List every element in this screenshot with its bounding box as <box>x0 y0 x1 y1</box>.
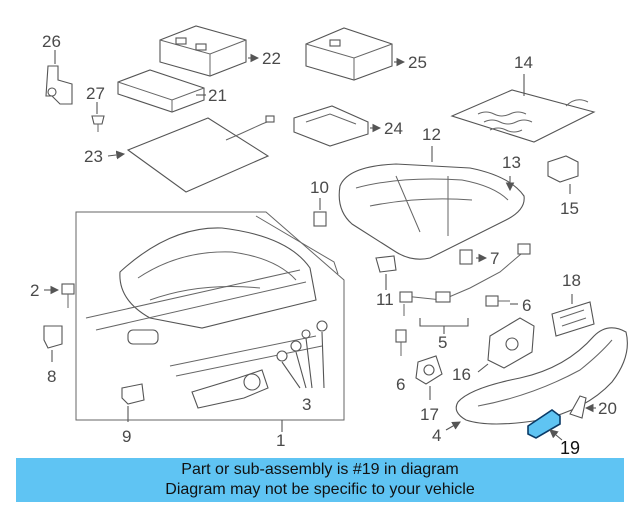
callout-22: 22 <box>262 49 281 68</box>
callout-27: 27 <box>86 84 105 103</box>
part-25-control-module <box>305 27 393 81</box>
callout-11: 11 <box>376 290 394 309</box>
callout-18: 18 <box>562 271 581 290</box>
callout-25: 25 <box>408 53 427 72</box>
part-6-bolt-lower <box>395 329 407 356</box>
callout-8: 8 <box>47 367 56 386</box>
banner-line-disclaimer: Diagram may not be specific to your vehi… <box>165 481 475 498</box>
callout-4: 4 <box>432 426 441 445</box>
callout-3: 3 <box>302 395 311 414</box>
callout-6: 6 <box>522 296 531 315</box>
part-2-bolt <box>61 283 75 308</box>
part-27-clip <box>91 115 105 132</box>
banner-line-part-number: Part or sub-assembly is #19 in diagram <box>181 461 459 478</box>
callout-23: 23 <box>84 147 103 166</box>
callout-15: 15 <box>560 199 579 218</box>
part-17-switch <box>415 355 443 385</box>
seat-exploded-diagram: 1 2 3 4 5 6 6 7 8 9 10 11 12 13 14 15 16… <box>30 25 628 458</box>
callout-2: 2 <box>30 281 39 300</box>
callout-20: 20 <box>598 399 617 418</box>
callout-19: 19 <box>560 438 580 458</box>
part-1-seat-frame-assembly <box>75 211 345 421</box>
part-19-switch-knob <box>527 409 561 439</box>
callout-13: 13 <box>502 153 521 172</box>
callout-26: 26 <box>42 32 61 51</box>
callout-14: 14 <box>514 53 533 72</box>
part-11-clip <box>375 255 397 273</box>
callout-6b: 6 <box>396 375 405 394</box>
callout-17: 17 <box>420 405 439 424</box>
notice-banner: Part or sub-assembly is #19 in diagram D… <box>16 458 624 502</box>
callout-24: 24 <box>384 119 403 138</box>
callout-12: 12 <box>422 125 441 144</box>
callout-16: 16 <box>452 365 471 384</box>
part-6-bolt <box>485 295 510 307</box>
callout-9: 9 <box>122 427 131 446</box>
part-18-switch <box>551 301 595 337</box>
callout-1: 1 <box>276 431 285 450</box>
part-10-clip <box>313 211 327 227</box>
part-20-knob <box>569 395 587 419</box>
part-16-motor <box>487 317 535 369</box>
part-8-bracket <box>43 325 63 349</box>
part-15-connector <box>547 155 579 183</box>
part-21-control-unit <box>117 69 205 113</box>
callout-21: 21 <box>208 86 227 105</box>
callout-7: 7 <box>490 249 499 268</box>
part-24-bracket <box>293 105 369 147</box>
part-9-clip <box>121 383 145 405</box>
part-26-bracket <box>45 65 73 105</box>
part-5-wire-harness <box>399 243 531 316</box>
part-7-clip <box>459 249 473 265</box>
part-22-control-module <box>159 25 247 77</box>
callout-5: 5 <box>438 333 447 352</box>
callout-10: 10 <box>310 178 329 197</box>
part-3-fasteners <box>276 320 328 362</box>
part-12-seat-cushion <box>338 163 525 260</box>
part-23-seat-pad <box>126 115 275 193</box>
part-14-heater-pad <box>450 89 596 143</box>
